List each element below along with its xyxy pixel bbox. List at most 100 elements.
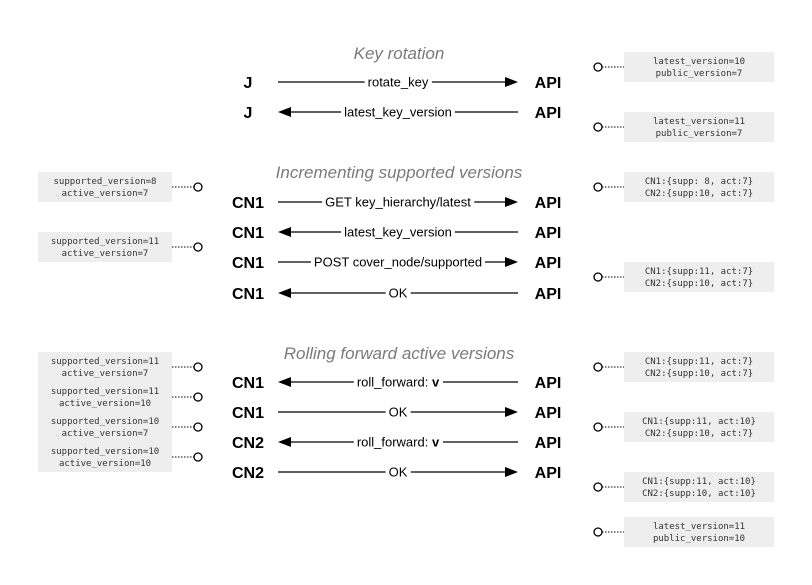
message-label-text: roll_forward: [357,375,432,390]
note-line: active_version=7 [62,369,149,379]
note-line: CN1:{supp:11, act:7} [645,267,753,277]
arrow-head [278,437,291,447]
note-line: active_version=7 [62,189,149,199]
right-note: CN1:{supp: 8, act:7} CN2:{supp:10, act:7} [593,172,774,202]
note-line: public_version=7 [656,69,743,79]
note-anchor-dot [593,422,603,432]
note-line: active_version=7 [62,249,149,259]
note-anchor-dot [593,272,603,282]
message-label: GET key_hierarchy/latest [325,195,471,210]
note-line: active_version=7 [62,429,149,439]
note-line: CN2:{supp:10, act:10} [642,489,756,499]
note-anchor-dot [593,182,603,192]
note-box [38,172,172,202]
message-label-text: GET key_hierarchy/latest [325,195,471,210]
message-label: latest_key_version [344,105,452,120]
note-line: CN1:{supp: 8, act:7} [645,177,753,187]
right-note: CN1:{supp:11, act:10} CN2:{supp:10, act:1… [593,472,774,502]
message-label: rotate_key [368,75,429,90]
arrow-head [278,377,291,387]
note-line: supported_version=11 [51,237,159,247]
actor-label: CN1 [232,375,264,392]
note-anchor-dot [593,482,603,492]
note-line: public_version=7 [656,129,743,139]
note-box [38,232,172,262]
note-box [624,172,774,202]
note-anchor-dot [193,362,203,372]
message-row: CN1 API GET key_hierarchy/latest [232,195,561,213]
message-label: OK [389,286,408,301]
actor-label: CN1 [232,225,264,242]
note-line: latest_version=10 [653,57,745,67]
note-box [38,352,172,382]
message-label-text: OK [389,405,408,420]
arrow-head [505,77,518,87]
right-note: CN1:{supp:11, act:7}CN2:{supp:10, act:7} [593,352,774,382]
actor-label: CN2 [232,435,264,452]
note-line: supported_version=11 [51,357,159,367]
section-title-incrementing-supported: Incrementing supported versions [276,163,523,182]
note-line: CN2:{supp:10, act:7} [645,429,753,439]
actor-label: API [535,255,562,272]
note-box [624,517,774,547]
message-row: CN1 API latest_key_version [232,225,561,243]
right-note: CN1:{supp:11, act:7} CN2:{supp:10, act:7} [593,262,774,292]
note-anchor-dot [193,422,203,432]
note-anchor-dot [193,182,203,192]
actor-label: CN1 [232,286,264,303]
arrow-head [505,257,518,267]
note-box [624,52,774,82]
arrow-head [278,227,291,237]
actor-label: API [535,75,562,92]
note-line: supported_version=10 [51,447,159,457]
actor-label: CN1 [232,405,264,422]
note-line: CN2:{supp:10, act:7} [645,279,753,289]
left-notes: supported_version=8active_version=7suppo… [38,172,203,472]
note-box [38,442,172,472]
actor-label: API [535,105,562,122]
arrow-head [505,197,518,207]
note-anchor-dot [593,62,603,72]
note-line: CN2:{supp:10, act:7} [645,189,753,199]
actor-label: API [535,225,562,242]
message-label-text: roll_forward: [357,435,432,450]
right-note: CN1:{supp:11, act:10} CN2:{supp:10, act:7… [593,412,774,442]
arrow-head [278,107,291,117]
note-anchor-dot [193,452,203,462]
message-label: POST cover_node/supported [314,255,482,270]
right-notes: latest_version=10public_version=7latest_… [593,52,774,547]
note-line: supported_version=10 [51,417,159,427]
note-anchor-dot [193,392,203,402]
message-label: roll_forward: v [357,435,440,450]
note-line: CN1:{supp:11, act:10} [642,477,756,487]
actor-label: API [535,195,562,212]
message-label-bold: v [432,435,440,450]
message-label-text: latest_key_version [344,225,452,240]
actor-label: API [535,405,562,422]
note-line: CN1:{supp:11, act:10} [642,417,756,427]
message-label: OK [389,405,408,420]
note-line: latest_version=11 [653,522,745,532]
section-title-rolling-forward: Rolling forward active versions [284,344,515,363]
note-line: active_version=10 [59,399,151,409]
note-box [624,352,774,382]
right-note: latest_version=10 public_version=7 [593,52,774,82]
message-label: roll_forward: v [357,375,440,390]
message-label: OK [389,465,408,480]
left-note: supported_version=11 active_version=7 [38,232,203,262]
actor-label: CN1 [232,195,264,212]
actor-label: CN2 [232,465,264,482]
message-label-text: rotate_key [368,75,429,90]
message-label-text: POST cover_node/supported [314,255,482,270]
note-box [38,412,172,442]
